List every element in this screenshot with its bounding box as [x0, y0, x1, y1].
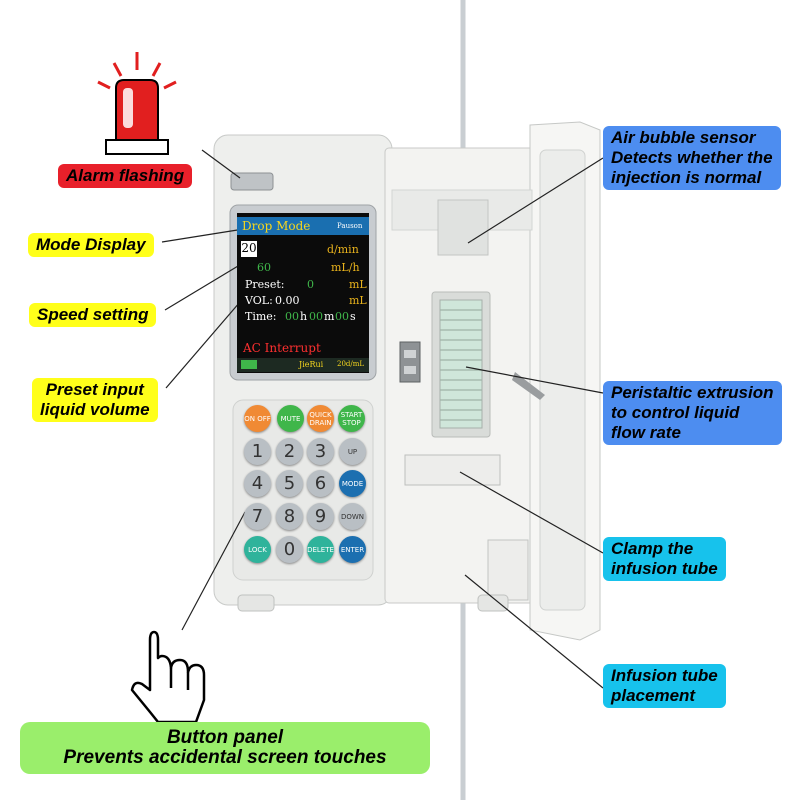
screen-time-s-unit: s	[350, 310, 356, 323]
callout-peristaltic: Peristaltic extrusion to control liquid …	[603, 381, 782, 445]
screen-header-bar	[237, 217, 369, 235]
on-off-button[interactable]: ON OFF	[244, 405, 271, 432]
callout-preset-line1: Preset input	[45, 380, 144, 399]
screen-time-h-unit: h	[300, 310, 308, 323]
lcd-screen: Drop Mode Pauson 20 d/min 60 mL/h Preset…	[237, 213, 369, 373]
screen-time-m-unit: m	[324, 310, 335, 323]
callout-air-bubble-sensor: Air bubble sensor Detects whether the in…	[603, 126, 781, 190]
callout-clamp-line1: Clamp the	[611, 539, 694, 558]
screen-preset-unit: mL	[349, 278, 367, 291]
callout-tube-placement: Infusion tube placement	[603, 664, 726, 708]
callout-alarm-flashing: Alarm flashing	[58, 164, 193, 188]
screen-flow-value: 60	[257, 261, 271, 274]
callout-speed-setting: Speed setting	[29, 303, 157, 327]
tube-clamp	[404, 454, 501, 486]
start-stop-button[interactable]: START STOP	[338, 405, 365, 432]
mute-button[interactable]: MUTE	[277, 405, 304, 432]
callout-air-line2: Detects whether the	[611, 148, 773, 167]
screen-alert: AC Interrupt	[243, 341, 321, 355]
callout-panel-line2: Prevents accidental screen touches	[63, 747, 387, 768]
screen-footer-brand: JieRui	[299, 360, 324, 369]
callout-tube-line1: Infusion tube	[611, 666, 718, 685]
callout-clamp-line2: infusion tube	[611, 559, 718, 578]
battery-icon	[241, 360, 257, 369]
callout-preset-line2: liquid volume	[40, 400, 150, 419]
screen-vol-label: VOL:	[245, 294, 273, 307]
screen-flow-unit: mL/h	[331, 261, 360, 274]
callout-clamp: Clamp the infusion tube	[603, 537, 726, 581]
door-inner	[539, 149, 586, 611]
screen-mode-title: Drop Mode	[242, 219, 311, 233]
mode-button[interactable]: MODE	[339, 470, 366, 497]
screen-preset-label: Preset:	[245, 278, 285, 291]
screen-rate-value: 20	[241, 241, 257, 257]
hand-pointer-icon	[130, 630, 206, 724]
callout-peristaltic-line3: flow rate	[611, 423, 681, 442]
screen-time-minutes: 00	[309, 310, 323, 323]
callout-peristaltic-line2: to control liquid	[611, 403, 740, 422]
lock-button[interactable]: LOCK	[244, 536, 271, 563]
alarm-light	[230, 172, 274, 191]
alarm-siren-icon	[97, 52, 177, 155]
down-button[interactable]: DOWN	[339, 503, 366, 530]
screen-time-hours: 00	[285, 310, 299, 323]
air-bubble-sensor	[437, 199, 489, 256]
callout-panel-line1: Button panel	[166, 727, 284, 748]
key-4[interactable]: 4	[244, 470, 271, 497]
callout-peristaltic-line1: Peristaltic extrusion	[611, 383, 774, 402]
key-6[interactable]: 6	[307, 470, 334, 497]
screen-footer-unit: 20d/mL	[337, 360, 365, 368]
callout-tube-line2: placement	[611, 686, 696, 705]
key-8[interactable]: 8	[276, 503, 303, 530]
callout-button-panel: Button panel Prevents accidental screen …	[20, 722, 430, 774]
quick-drain-button[interactable]: QUICK DRAIN	[307, 405, 334, 432]
enter-button[interactable]: ENTER	[339, 536, 366, 563]
key-2[interactable]: 2	[276, 438, 303, 465]
screen-footer-bar	[237, 358, 369, 372]
screen-brand: Pauson	[337, 222, 363, 230]
key-0[interactable]: 0	[276, 536, 303, 563]
callout-air-line1: Air bubble sensor	[611, 128, 756, 147]
key-7[interactable]: 7	[244, 503, 271, 530]
key-5[interactable]: 5	[276, 470, 303, 497]
callout-mode-display: Mode Display	[28, 233, 154, 257]
up-button[interactable]: UP	[339, 438, 366, 465]
door-latch	[399, 341, 421, 383]
screen-rate-unit: d/min	[327, 243, 359, 256]
screen-preset-value: 0	[307, 278, 314, 291]
key-9[interactable]: 9	[307, 503, 334, 530]
leader-lines	[161, 149, 604, 689]
callout-preset-volume: Preset input liquid volume	[32, 378, 158, 422]
callout-air-line3: injection is normal	[611, 168, 762, 187]
screen-vol-unit: mL	[349, 294, 367, 307]
key-1[interactable]: 1	[244, 438, 271, 465]
key-3[interactable]: 3	[307, 438, 334, 465]
screen-time-seconds: 00	[335, 310, 349, 323]
screen-time-label: Time:	[245, 310, 277, 323]
delete-button[interactable]: DELETE	[307, 536, 334, 563]
screen-vol-value: 0.00	[275, 294, 300, 307]
